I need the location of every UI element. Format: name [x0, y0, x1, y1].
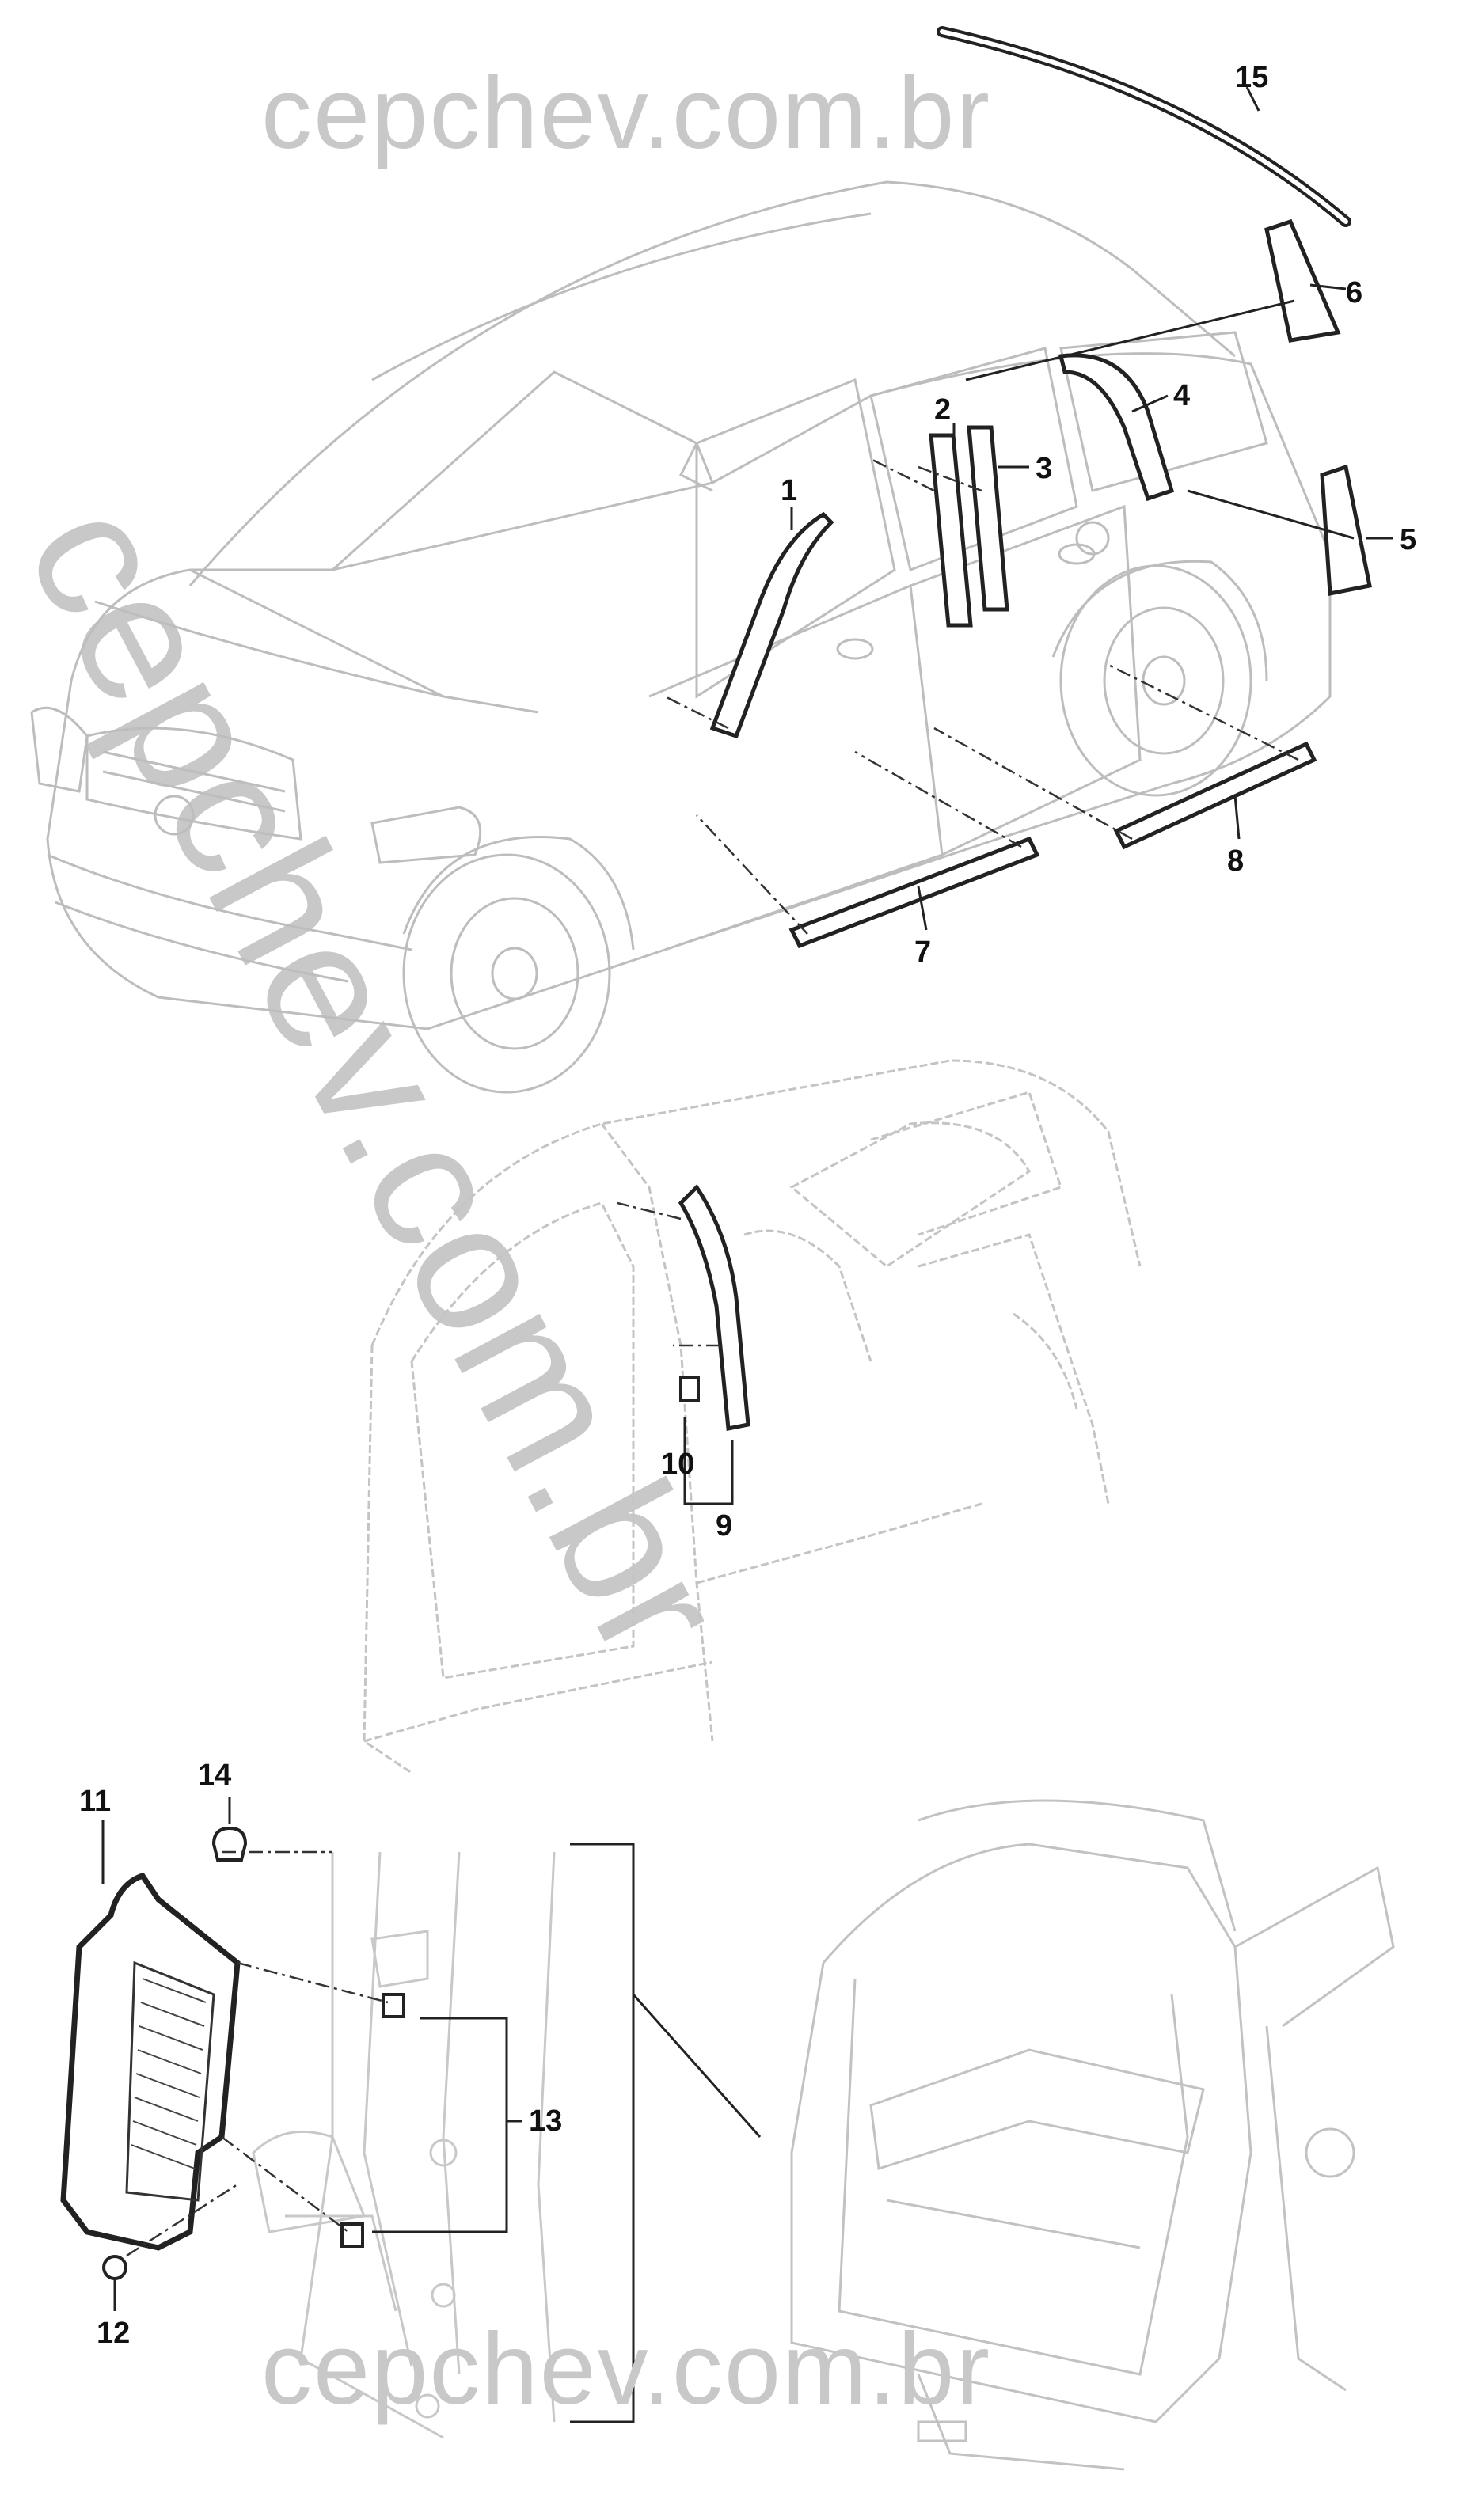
part-13-retainers: [340, 1993, 405, 2248]
callout-10: 10: [661, 1448, 694, 1481]
callout-8: 8: [1227, 844, 1244, 878]
callout-2: 2: [934, 393, 951, 427]
part-15-roof-molding: [937, 26, 1351, 227]
callout-9: 9: [716, 1509, 732, 1543]
part-14-clip: [211, 1826, 248, 1862]
callout-1: 1: [781, 474, 797, 507]
part-7-side-molding: [788, 836, 1040, 949]
part-12-screw: [102, 2255, 127, 2280]
part-1-a-pillar-trim: [709, 511, 834, 739]
part-9-b-pillar-trim: [678, 1184, 750, 1431]
callout-12: 12: [97, 2317, 130, 2350]
part-11-trim-panel: [60, 1872, 241, 2251]
watermark-top: cepchev.com.br: [261, 57, 991, 170]
callout-4: 4: [1173, 379, 1190, 412]
body-shell-illustration: [363, 1059, 1142, 1774]
leader-lines: [101, 86, 1393, 2423]
callout-6: 6: [1346, 276, 1362, 309]
callout-5: 5: [1400, 523, 1416, 556]
watermark-bottom: cepchev.com.br: [261, 2313, 991, 2426]
callout-13: 13: [529, 2104, 562, 2138]
callout-7: 7: [914, 936, 931, 969]
car-illustration-top: [30, 180, 1332, 1094]
part-8-side-molding: [1113, 741, 1317, 850]
part-3-pillar-trim: [967, 425, 1009, 612]
part-2-pillar-trim: [929, 433, 973, 628]
callout-3: 3: [1036, 452, 1052, 485]
dashed-leaders: [126, 457, 1299, 2257]
pillar-illustration: [252, 1851, 556, 2439]
part-4-window-trim: [1058, 353, 1175, 502]
part-5-triangle-trim: [1320, 464, 1372, 597]
part-10-clip: [679, 1376, 700, 1402]
callout-15: 15: [1235, 61, 1268, 94]
callout-14: 14: [198, 1759, 231, 1792]
cargo-illustration: [790, 1799, 1395, 2471]
callout-11: 11: [79, 1785, 111, 1818]
part-6-triangle-trim: [1264, 218, 1341, 343]
